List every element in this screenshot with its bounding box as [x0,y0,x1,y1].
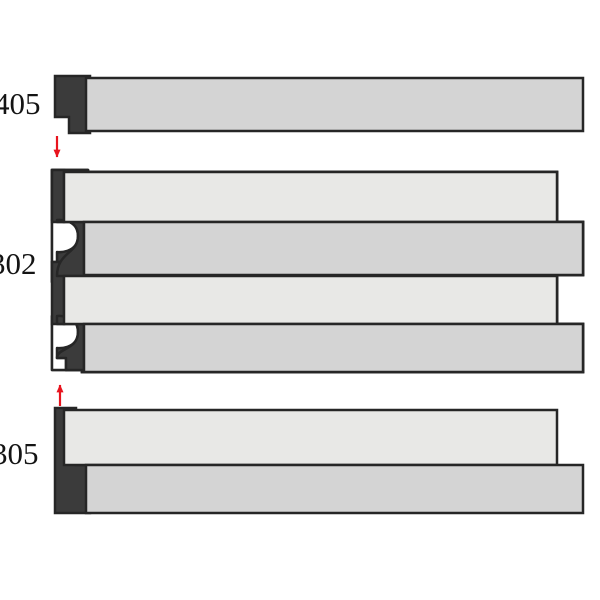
bar-302-1-face [62,170,559,224]
callout-label-302: 302 [0,246,37,281]
callout-label-405: 405 [0,86,41,121]
bar-302-4-face [82,322,585,374]
assembly-405 [53,74,585,135]
direction-arrows [53,136,64,406]
bar-405-1 [84,76,585,133]
spine-302-sliver-top [50,168,66,224]
assembly-302 [50,168,585,374]
assembly-305 [53,406,585,515]
bar-302-2-face [82,220,585,277]
bar-305-1 [62,408,559,467]
bar-305-2 [84,463,585,515]
bar-302-3-face [62,274,559,326]
callout-label-305: 305 [0,436,39,471]
spine-302-block-2 [55,218,86,278]
spine-405 [53,74,92,135]
spine-302-block-4 [55,314,86,372]
